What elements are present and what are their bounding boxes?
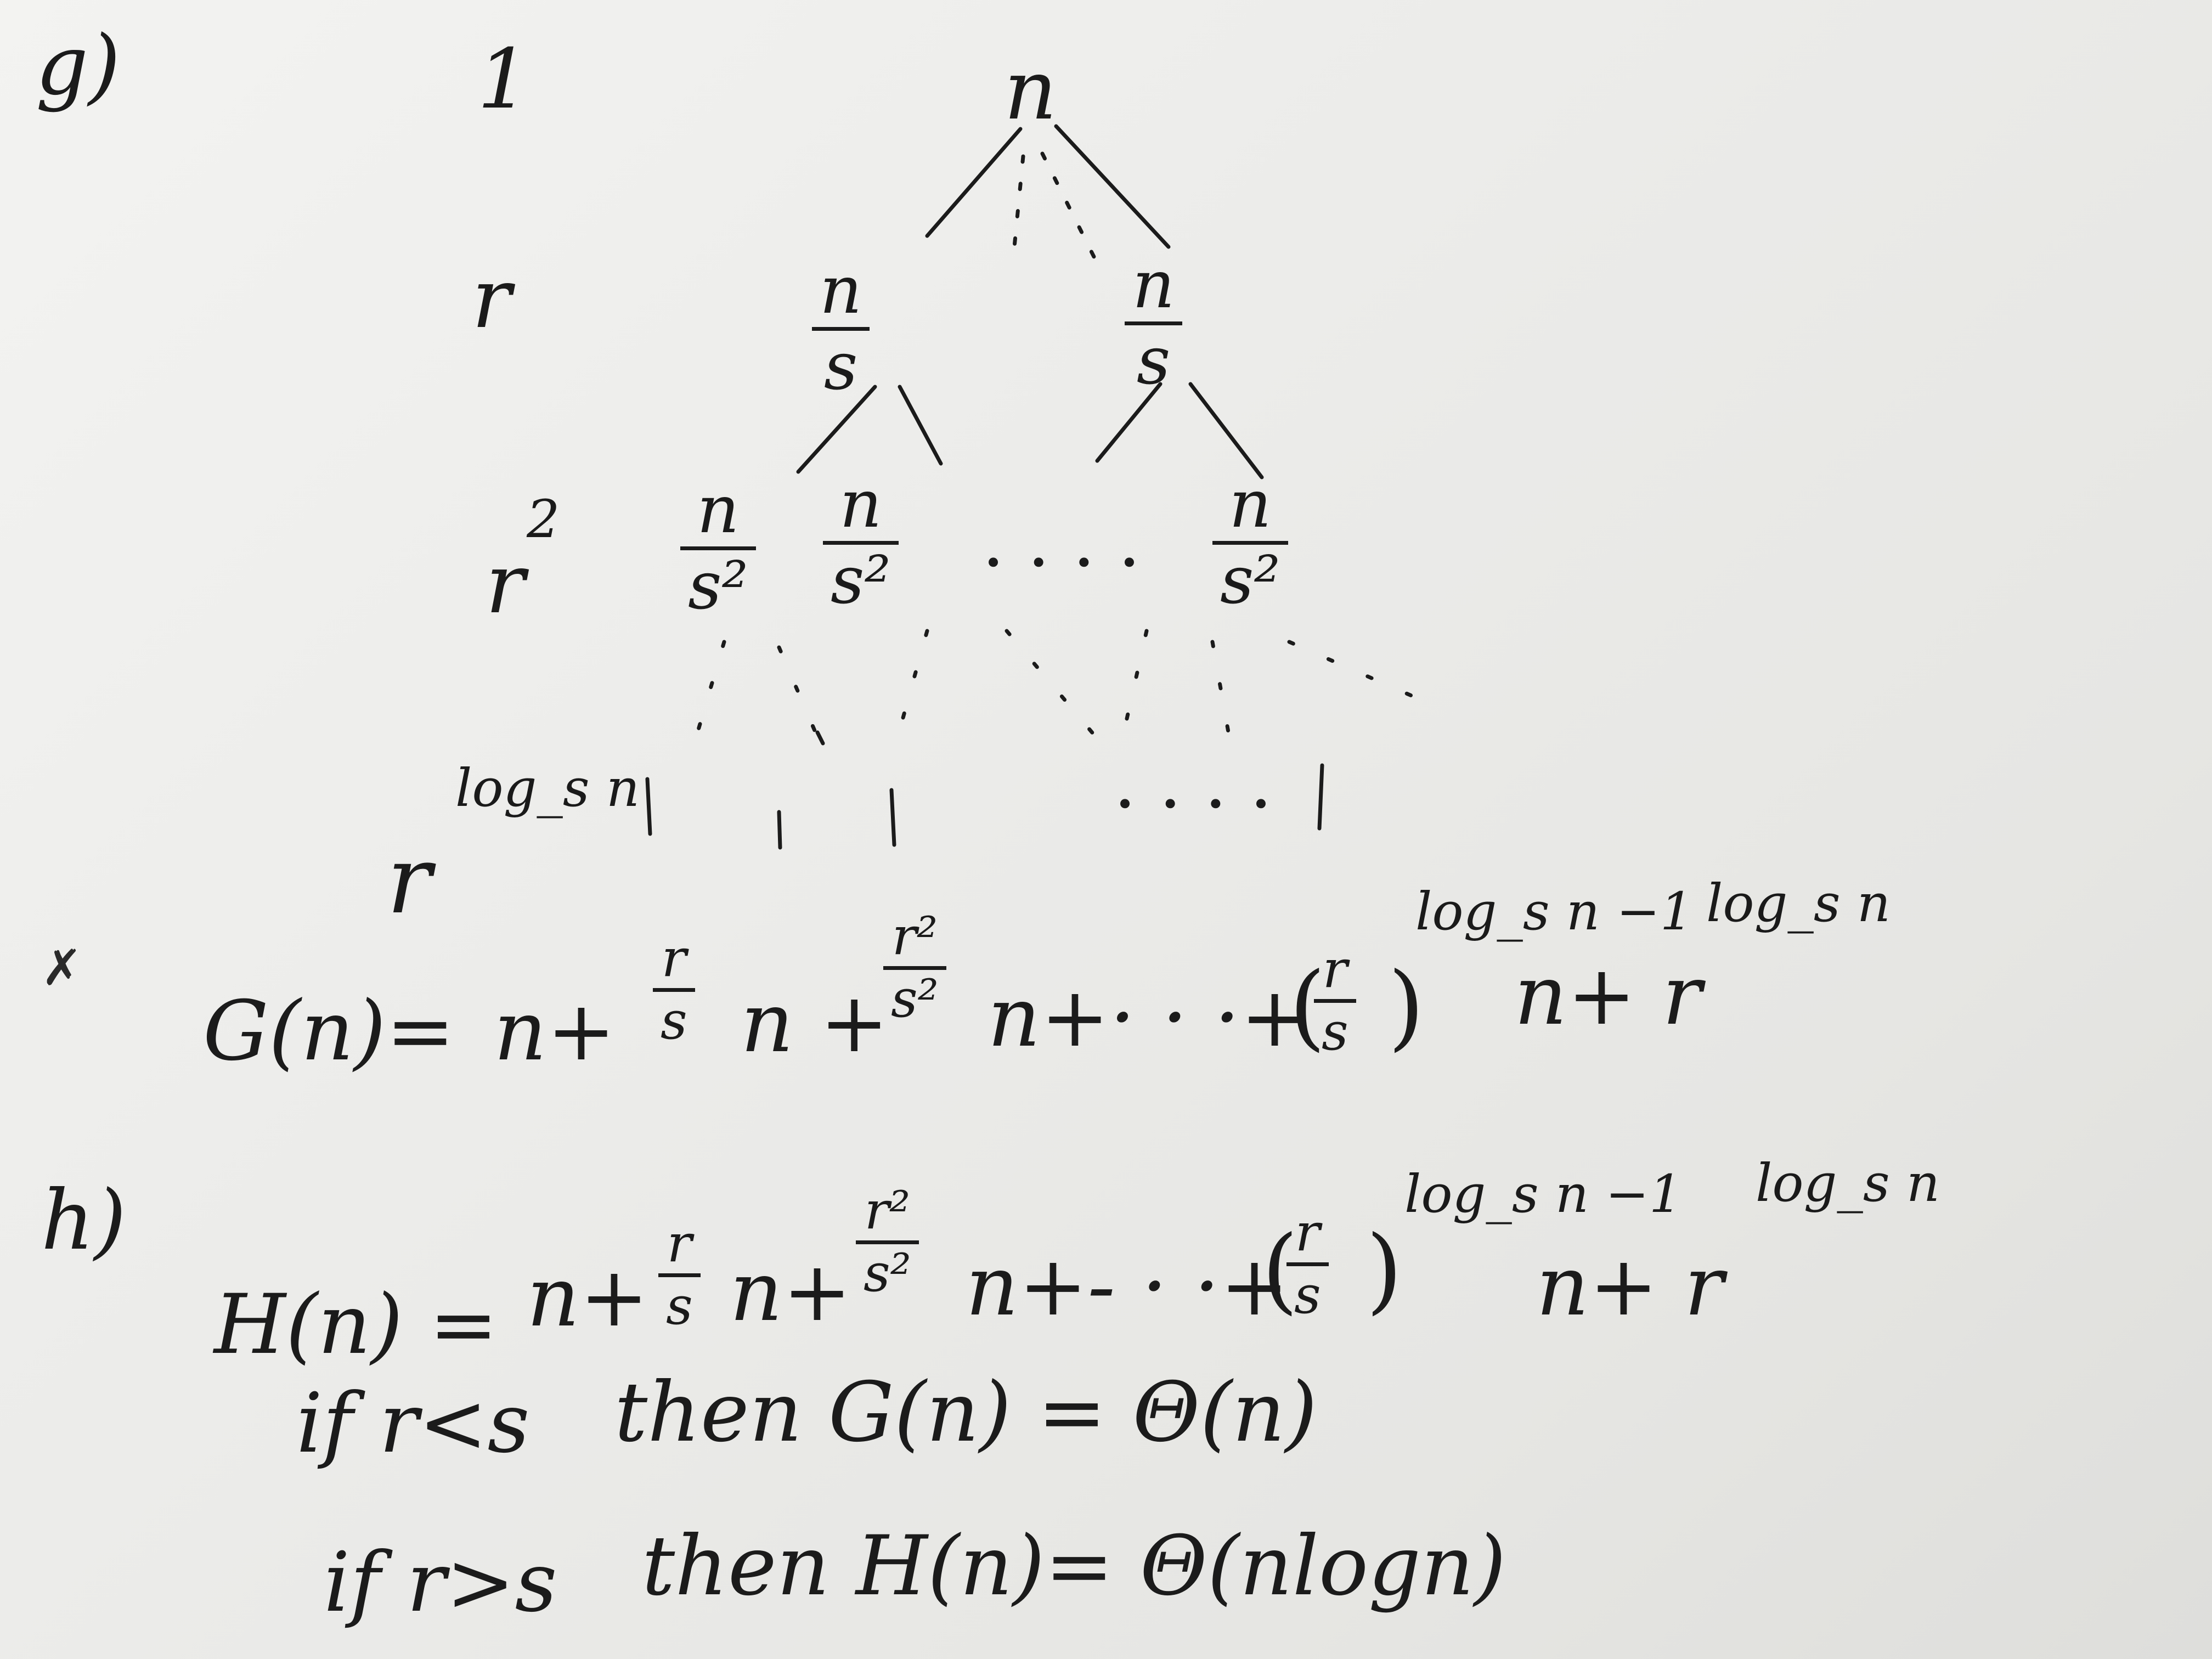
level-2-node-2: n s² <box>823 472 899 614</box>
level-2-factor-exponent: 2 <box>527 489 560 550</box>
h-term-4-fraction: r s <box>1286 1207 1329 1322</box>
part-g-label: g) <box>36 18 121 114</box>
h-term-5: n+ r <box>1536 1239 1724 1334</box>
h-term-5-exponent: log_s n <box>1756 1153 1940 1214</box>
leaf-level-factor-exponent: log_s n <box>455 758 640 819</box>
h-term-3-fraction: r² s² <box>856 1185 919 1300</box>
case-2-conclusion: then H(n)= Θ(nlogn) <box>642 1519 1506 1614</box>
g-term-5-exponent: log_s n <box>1706 873 1891 934</box>
level-2-node-last: n s² <box>1212 472 1288 614</box>
g-term-4-fraction: r s <box>1314 944 1356 1058</box>
part-h-label: h) <box>41 1173 127 1268</box>
g-equation-lhs: G(n)= <box>203 984 455 1079</box>
root-node: n <box>1004 43 1057 138</box>
level-0-factor: 1 <box>477 32 530 127</box>
h-term-3-tail: n+- · ·+ <box>966 1239 1289 1334</box>
g-term-3-fraction: r² s² <box>883 911 946 1025</box>
h-term-4-exponent: log_s n −1 <box>1404 1164 1683 1224</box>
h-term-4-close-paren: ) <box>1366 1216 1403 1324</box>
g-term-4-exponent: log_s n −1 <box>1415 882 1694 942</box>
h-term-2-tail: n+ <box>730 1244 852 1340</box>
h-equation-lhs: H(n) = <box>214 1277 498 1373</box>
h-term-4-open-paren: ( <box>1262 1216 1299 1324</box>
g-term-2-tail: n + <box>741 975 889 1071</box>
case-1-conclusion: then G(n) = Θ(n) <box>614 1365 1318 1460</box>
level-2-node-1: n s² <box>680 477 756 619</box>
g-term-3-tail: n+· · ·+ <box>988 970 1310 1065</box>
leaf-level-ellipsis: · · · · <box>1114 762 1273 845</box>
g-term-5: n+ r <box>1514 948 1702 1043</box>
g-term-4-close-paren: ) <box>1388 952 1425 1061</box>
level-2-factor-base: r <box>486 537 525 632</box>
level-1-node-right: n s <box>1125 252 1183 394</box>
g-term-4-open-paren: ( <box>1289 952 1326 1061</box>
level-1-factor: r <box>472 251 511 347</box>
leaf-level-factor-base: r <box>387 826 432 935</box>
level-2-ellipsis: · · · · <box>982 521 1141 604</box>
crossed-out-mark: ✗ <box>41 939 83 997</box>
case-2-condition: if r>s <box>324 1535 557 1630</box>
g-term-1: n+ <box>494 984 616 1079</box>
h-term-1: n+ <box>527 1250 649 1345</box>
case-1-condition: if r<s <box>296 1376 530 1471</box>
g-term-2-fraction: r s <box>653 933 695 1047</box>
level-1-node-left: n s <box>812 258 870 400</box>
h-term-2-fraction: r s <box>658 1218 701 1333</box>
